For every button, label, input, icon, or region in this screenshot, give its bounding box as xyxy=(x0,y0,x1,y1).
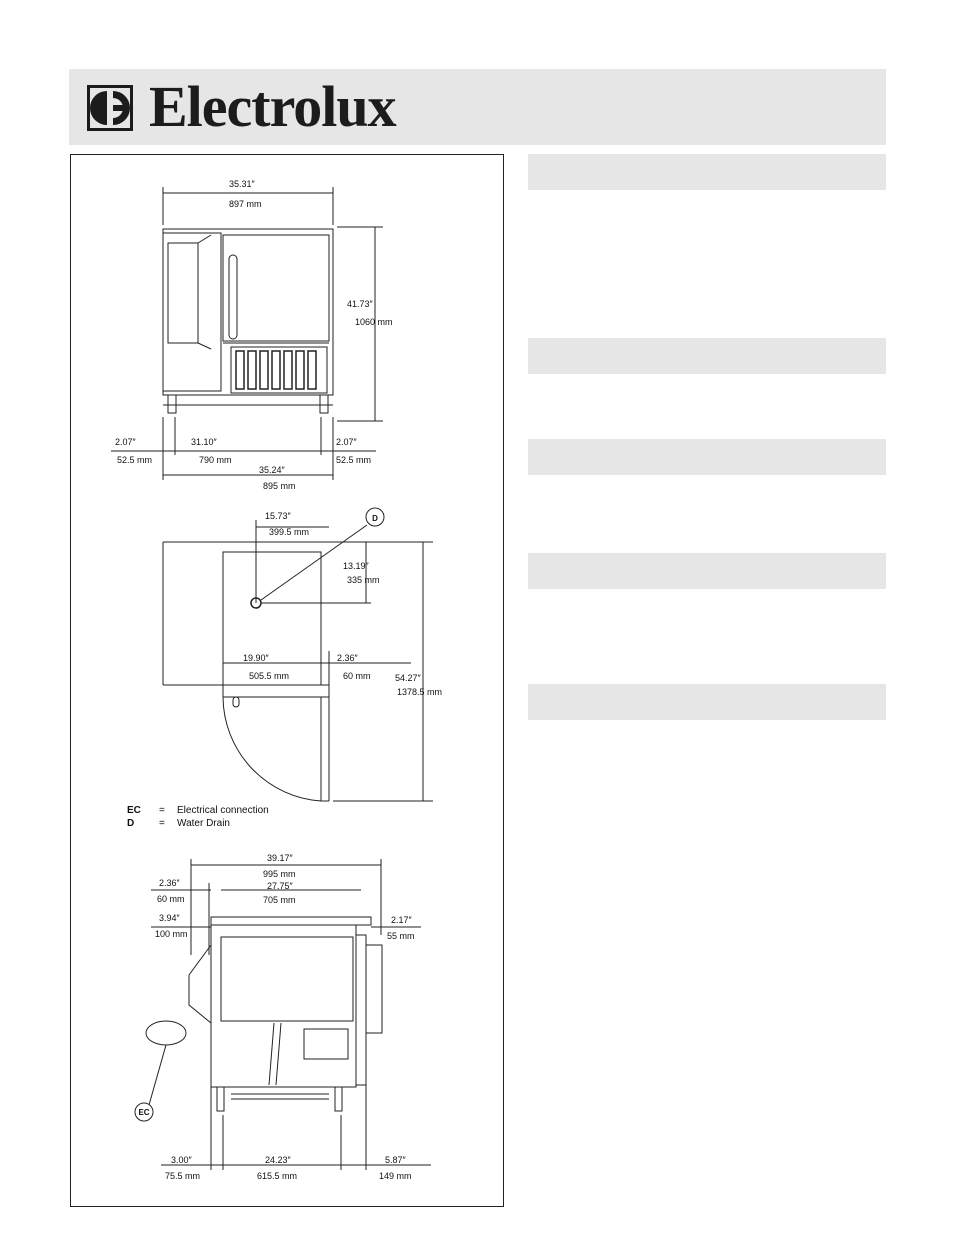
front-center-in: 31.10″ xyxy=(191,437,218,447)
drain-marker-label: D xyxy=(372,514,378,523)
legend-ec-code: EC xyxy=(127,805,141,816)
legend-ec-eq: = xyxy=(159,805,165,816)
front-left-in: 2.07″ xyxy=(115,437,137,447)
legend-d-eq: = xyxy=(159,818,165,829)
brand-wordmark: Electrolux xyxy=(149,74,397,139)
side-bottom-right-mm: 149 mm xyxy=(379,1171,412,1181)
side-bottom-left-mm: 75.5 mm xyxy=(165,1171,200,1181)
technical-drawing-panel: 35.31″ 897 mm 41.73″ 1060 mm 2.07″ 52.5 … xyxy=(70,154,504,1207)
front-height-in: 41.73″ xyxy=(347,299,374,309)
side-body-in: 27.75″ xyxy=(267,881,294,891)
side-right-in: 2.17″ xyxy=(391,915,413,925)
side-front-in: 3.94″ xyxy=(159,913,181,923)
front-left-mm: 52.5 mm xyxy=(117,455,152,465)
drain-marker-circle xyxy=(365,507,385,527)
front-right-in: 2.07″ xyxy=(336,437,358,447)
side-view xyxy=(134,859,431,1170)
section-band-5 xyxy=(528,684,886,720)
side-overall-mm: 995 mm xyxy=(263,869,296,879)
side-right-mm: 55 mm xyxy=(387,931,415,941)
side-bottom-center-in: 24.23″ xyxy=(265,1155,292,1165)
legend-ec-text: Electrical connection xyxy=(177,805,269,816)
side-front-mm: 100 mm xyxy=(155,929,188,939)
section-band-3 xyxy=(528,439,886,475)
drain-y-mm: 335 mm xyxy=(347,575,380,585)
side-left-in: 2.36″ xyxy=(159,878,181,888)
drain-x-mm: 399.5 mm xyxy=(269,527,309,537)
front-base-in: 35.24″ xyxy=(259,465,286,475)
front-width-mm: 897 mm xyxy=(229,199,262,209)
legend-d-code: D xyxy=(127,818,134,829)
section-band-4 xyxy=(528,553,886,589)
inner-mm: 505.5 mm xyxy=(249,671,289,681)
side-mm: 60 mm xyxy=(343,671,371,681)
brand-header: Electrolux xyxy=(69,69,886,145)
side-bottom-center-mm: 615.5 mm xyxy=(257,1171,297,1181)
inner-in: 19.90″ xyxy=(243,653,270,663)
side-in: 2.36″ xyxy=(337,653,359,663)
front-center-mm: 790 mm xyxy=(199,455,232,465)
front-base-mm: 895 mm xyxy=(263,481,296,491)
front-height-mm: 1060 mm xyxy=(355,317,393,327)
front-view xyxy=(111,187,383,480)
depth-mm: 1378.5 mm xyxy=(397,687,442,697)
ec-marker-label: EC xyxy=(138,1108,149,1117)
legend-d-text: Water Drain xyxy=(177,818,230,829)
electrolux-logo-icon xyxy=(87,85,133,131)
depth-in: 54.27″ xyxy=(395,673,422,683)
drain-x-in: 15.73″ xyxy=(265,511,292,521)
section-band-1 xyxy=(528,154,886,190)
front-right-mm: 52.5 mm xyxy=(336,455,371,465)
top-view xyxy=(162,520,433,802)
side-body-mm: 705 mm xyxy=(263,895,296,905)
side-overall-in: 39.17″ xyxy=(267,853,294,863)
drain-y-in: 13.19″ xyxy=(343,561,370,571)
technical-drawing: 35.31″ 897 mm 41.73″ 1060 mm 2.07″ 52.5 … xyxy=(111,179,442,1181)
side-bottom-left-in: 3.00″ xyxy=(171,1155,193,1165)
side-left-mm: 60 mm xyxy=(157,894,185,904)
front-width-in: 35.31″ xyxy=(229,179,256,189)
side-bottom-right-in: 5.87″ xyxy=(385,1155,407,1165)
section-band-2 xyxy=(528,338,886,374)
